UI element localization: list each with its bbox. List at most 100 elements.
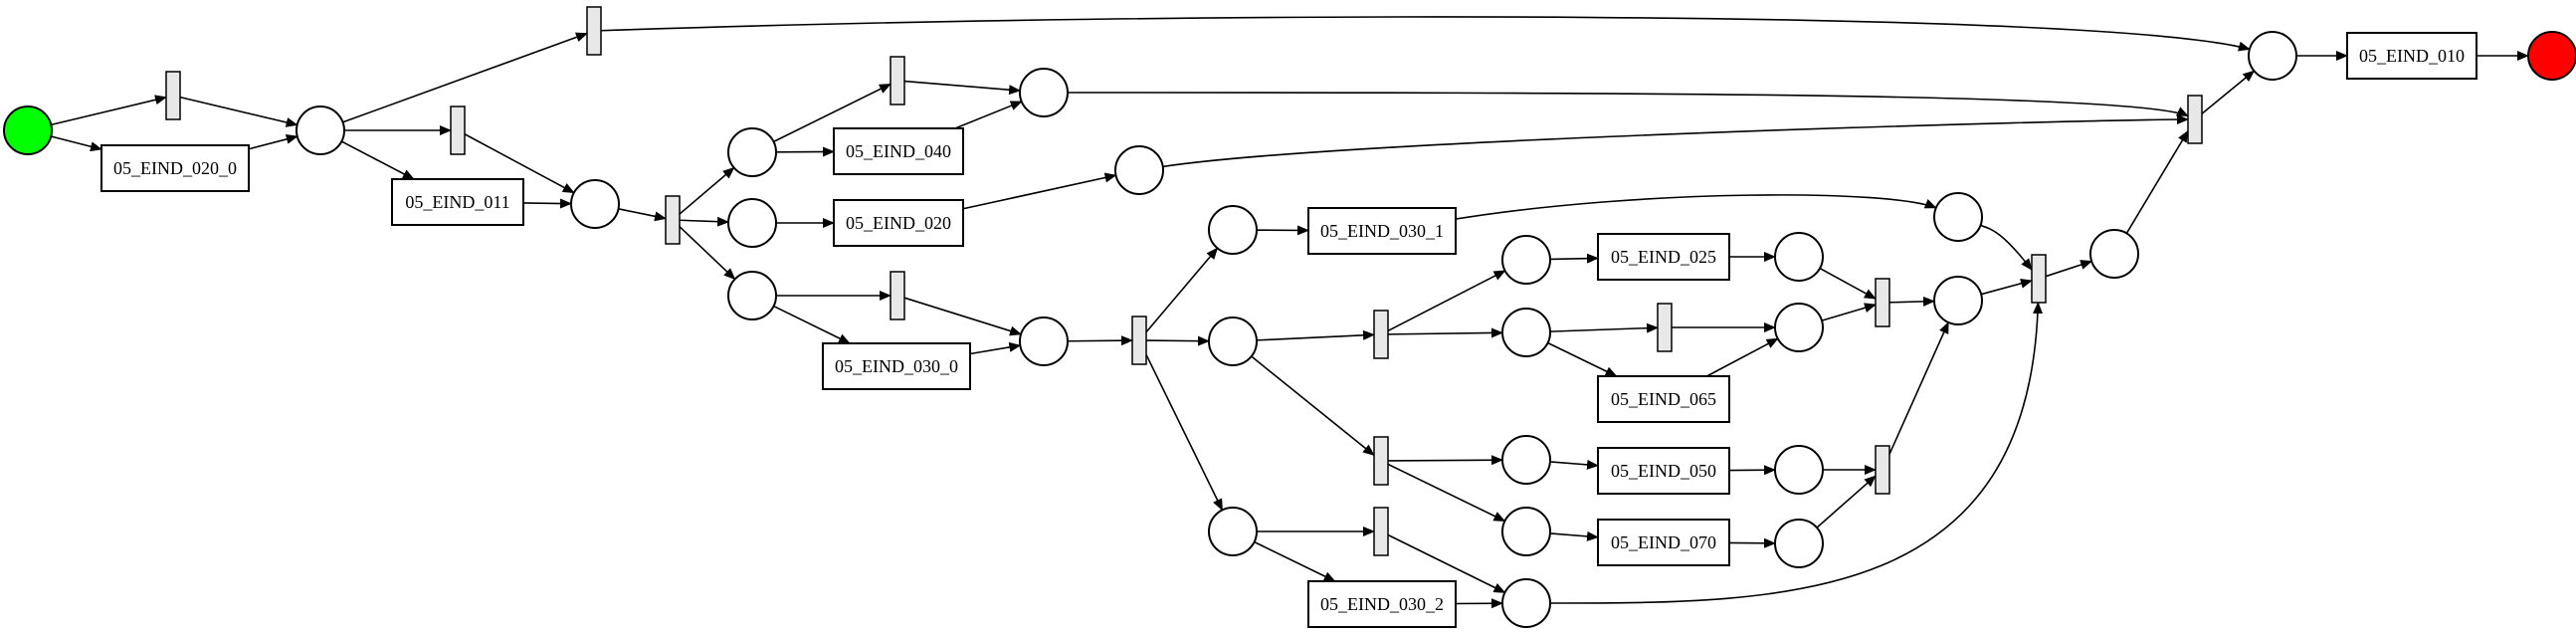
task-label: 05_EIND_040: [846, 141, 951, 161]
task-05-eind-030-2[interactable]: 05_EIND_030_2: [1307, 580, 1457, 628]
silent-transitions-layer: [165, 6, 2203, 556]
task-05-eind-050[interactable]: 05_EIND_050: [1597, 447, 1730, 495]
arc: [618, 208, 667, 222]
arc: [179, 96, 298, 127]
silent-transition[interactable]: [1373, 436, 1389, 486]
silent-transition[interactable]: [2031, 254, 2047, 304]
arc: [962, 172, 1117, 210]
task-label: 05_EIND_050: [1611, 461, 1716, 481]
task-05-eind-065[interactable]: 05_EIND_065: [1597, 375, 1730, 423]
task-label: 05_EIND_025: [1611, 247, 1716, 267]
task-label: 05_EIND_010: [2359, 46, 2465, 66]
arc: [1980, 278, 2033, 296]
task-05-eind-070[interactable]: 05_EIND_070: [1597, 519, 1730, 566]
place[interactable]: [2089, 229, 2139, 279]
place[interactable]: [1501, 308, 1551, 357]
arc: [1162, 114, 2189, 168]
arc: [1387, 463, 1506, 523]
arc: [1819, 267, 1877, 300]
task-label: 05_EIND_020_0: [113, 158, 237, 178]
arc: [1067, 335, 1133, 346]
arc: [954, 101, 1023, 129]
silent-transition[interactable]: [450, 106, 466, 155]
place[interactable]: [1114, 145, 1164, 195]
arc: [464, 133, 575, 194]
arc: [342, 32, 588, 123]
arc: [1549, 459, 1599, 470]
end-place[interactable]: [2527, 31, 2576, 81]
task-05-eind-030-0[interactable]: 05_EIND_030_0: [822, 342, 971, 390]
place[interactable]: [2248, 31, 2297, 81]
arc: [2201, 70, 2256, 114]
place[interactable]: [1774, 232, 1824, 282]
silent-transition[interactable]: [1875, 445, 1890, 495]
arc: [1888, 296, 1936, 307]
place[interactable]: [1774, 445, 1824, 495]
silent-transition[interactable]: [1875, 278, 1890, 327]
arc: [903, 80, 1022, 96]
place[interactable]: [1501, 435, 1551, 485]
task-05-eind-030-1[interactable]: 05_EIND_030_1: [1307, 207, 1457, 255]
arc: [1145, 247, 1219, 333]
place[interactable]: [1208, 507, 1258, 556]
place[interactable]: [1019, 316, 1069, 366]
place[interactable]: [1501, 235, 1551, 285]
place[interactable]: [1933, 276, 1983, 325]
arc: [1254, 540, 1336, 582]
arc: [1816, 475, 1877, 528]
silent-transition[interactable]: [2187, 95, 2203, 144]
task-05-eind-025[interactable]: 05_EIND_025: [1597, 233, 1730, 281]
arc: [1549, 302, 2044, 604]
silent-transition[interactable]: [586, 6, 602, 56]
place[interactable]: [1774, 303, 1824, 352]
arc: [1549, 322, 1659, 333]
silent-transition[interactable]: [1657, 303, 1673, 352]
task-05-eind-010[interactable]: 05_EIND_010: [2346, 32, 2477, 80]
task-transitions-layer: 05_EIND_020_0 05_EIND_011 05_EIND_040 05…: [100, 32, 2477, 628]
place[interactable]: [727, 127, 777, 177]
task-label: 05_EIND_030_2: [1320, 594, 1444, 614]
task-label: 05_EIND_011: [405, 192, 509, 212]
arc: [1980, 224, 2033, 271]
start-place[interactable]: [3, 106, 53, 155]
place[interactable]: [1501, 578, 1551, 628]
arc: [1387, 455, 1503, 466]
arc: [1706, 337, 1779, 377]
arc: [2045, 260, 2093, 278]
arc: [1387, 327, 1503, 338]
place[interactable]: [727, 198, 777, 248]
silent-transition[interactable]: [665, 195, 681, 245]
arc: [1387, 533, 1506, 594]
arc: [2125, 129, 2189, 234]
arc: [773, 305, 851, 344]
task-05-eind-020[interactable]: 05_EIND_020: [833, 199, 964, 247]
task-label: 05_EIND_020: [846, 213, 951, 233]
arc: [679, 166, 735, 215]
place[interactable]: [1933, 192, 1983, 242]
arc: [1549, 253, 1599, 264]
task-05-eind-040[interactable]: 05_EIND_040: [833, 127, 964, 175]
place[interactable]: [1208, 205, 1258, 255]
place[interactable]: [570, 179, 620, 229]
task-label: 05_EIND_030_0: [835, 356, 958, 376]
silent-transition[interactable]: [1131, 316, 1147, 365]
silent-transition[interactable]: [1373, 507, 1389, 556]
place[interactable]: [1774, 519, 1824, 568]
silent-transition[interactable]: [890, 271, 905, 320]
silent-transition[interactable]: [890, 56, 905, 106]
task-05-eind-011[interactable]: 05_EIND_011: [391, 178, 524, 226]
place[interactable]: [1208, 316, 1258, 366]
place[interactable]: [1019, 68, 1069, 117]
place[interactable]: [1501, 507, 1551, 556]
place[interactable]: [727, 271, 777, 320]
task-label: 05_EIND_070: [1611, 532, 1716, 552]
silent-transition[interactable]: [165, 71, 181, 120]
places-layer: [3, 31, 2576, 628]
place[interactable]: [296, 106, 345, 155]
arc: [1145, 353, 1224, 512]
silent-transition[interactable]: [1373, 310, 1389, 359]
task-05-eind-020-0[interactable]: 05_EIND_020_0: [100, 144, 250, 192]
task-label: 05_EIND_030_1: [1320, 221, 1444, 241]
arc: [600, 16, 2251, 52]
task-label: 05_EIND_065: [1611, 389, 1716, 409]
